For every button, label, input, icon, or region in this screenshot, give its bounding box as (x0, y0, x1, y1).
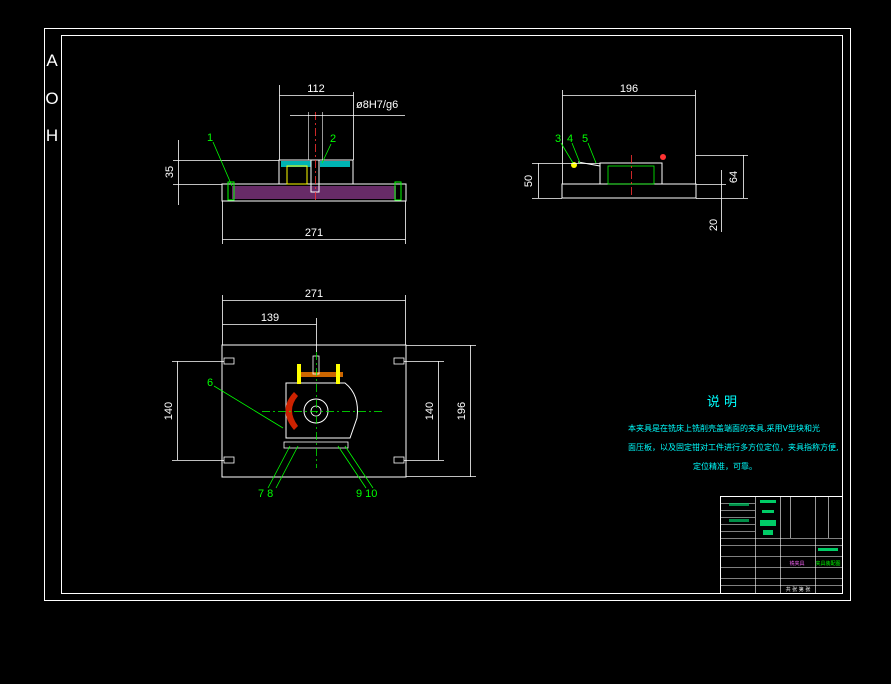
plan-view: 271 139 140 140 196 6 7 8 9 10 (163, 288, 476, 500)
notes-heading: 说 明 (707, 395, 737, 410)
inner-border (61, 35, 843, 594)
tb-accent-4 (763, 530, 773, 535)
dim-140-right: 140 (424, 402, 436, 420)
corner-letters: A O H (45, 51, 58, 145)
callout-3: 3 (555, 133, 561, 145)
notes-line-2: 面压板，以及固定钳对工件进行多方位定位，夹具指称方便, (628, 442, 839, 452)
tb-accent-6 (729, 519, 749, 522)
callout-6: 6 (207, 377, 213, 389)
title-block-frame (720, 496, 843, 594)
dim-271-plan: 271 (305, 288, 323, 300)
plan-slot-tr (393, 357, 405, 365)
front-end-block-left (227, 181, 235, 201)
front-view: 112 ø8H7/g6 35 271 1 2 (164, 83, 407, 244)
plan-workpiece-bore (310, 405, 322, 417)
plan-slot-br (393, 456, 405, 464)
callout-8-leader (275, 445, 299, 489)
tb-accent-5 (729, 503, 749, 506)
callout-9-leader (337, 445, 367, 489)
callout-2-leader (321, 143, 332, 164)
callout-6-leader (213, 385, 284, 429)
dim-140-left: 140 (163, 402, 175, 420)
callout-4-leader (571, 142, 581, 164)
notes-line-1: 本夹具是在铣床上铣削壳盖端面的夹具,采用V型块和光 (628, 423, 820, 433)
front-end-block-right (394, 181, 402, 201)
plan-slot-bl (223, 456, 235, 464)
plan-slot-tl (223, 357, 235, 365)
callout-9-10: 9 10 (356, 488, 377, 500)
tb-drawing-name: 铣夹具 (789, 560, 804, 567)
front-locating-pin (310, 159, 320, 193)
callout-1-leader (212, 141, 233, 187)
dim-139: 139 (261, 312, 279, 324)
corner-letter-o: O (45, 89, 58, 108)
dim-112: 112 (307, 83, 325, 95)
dim-35: 35 (164, 166, 176, 178)
dim-271-front: 271 (305, 227, 323, 239)
dim-20: 20 (708, 219, 720, 231)
dim-196-plan: 196 (456, 402, 468, 420)
side-clamp-nut (571, 162, 577, 168)
corner-letter-a: A (46, 51, 58, 70)
callout-5-leader (587, 142, 597, 164)
tb-sheet: 共 张 第 张 (786, 586, 811, 593)
callout-3-leader (560, 142, 574, 164)
title-block: 铣夹具 夹具装配图 共 张 第 张 (720, 496, 843, 594)
plan-base-plate (221, 344, 407, 478)
tb-accent-3 (760, 520, 776, 526)
plan-locator-bar (283, 441, 349, 449)
dim-fit: ø8H7/g6 (356, 99, 398, 111)
dim-64: 64 (728, 171, 740, 183)
corner-letter-h: H (46, 126, 58, 145)
side-fixture-inner (607, 165, 655, 185)
front-workpiece (286, 165, 308, 185)
side-marker (660, 154, 666, 160)
plan-clamp-bolt-right (336, 364, 340, 384)
side-clamp (577, 161, 601, 167)
dim-196-side: 196 (620, 83, 638, 95)
front-fixture-clamp (320, 161, 350, 167)
callout-10-leader (344, 445, 374, 489)
plan-screw (312, 355, 320, 375)
callout-5: 5 (582, 133, 588, 145)
front-fixture-jaw (281, 161, 311, 167)
callout-7-leader (267, 445, 291, 489)
plan-fixture-plate (285, 382, 358, 439)
callout-4: 4 (567, 133, 573, 145)
tb-accent-2 (762, 510, 774, 513)
notes-line-3: 定位精准，可靠。 (693, 461, 757, 471)
plan-clamp-bar (297, 372, 343, 377)
plan-v-block (285, 392, 298, 430)
notes: 说 明 本夹具是在铣床上铣削壳盖端面的夹具,采用V型块和光 面压板，以及固定钳对… (628, 395, 839, 471)
callout-2: 2 (330, 133, 336, 145)
plan-workpiece (303, 398, 329, 424)
side-view: 196 50 64 20 3 4 5 (523, 83, 748, 232)
callout-1: 1 (207, 132, 213, 144)
tb-accent-1 (760, 500, 776, 503)
tb-sub-title: 夹具装配图 (815, 560, 840, 567)
side-base (561, 183, 697, 199)
outer-border (44, 28, 851, 601)
tb-accent-7 (818, 548, 838, 551)
callout-7-8: 7 8 (258, 488, 273, 500)
plan-clamp-bolt-left (297, 364, 301, 384)
dim-50: 50 (523, 175, 535, 187)
